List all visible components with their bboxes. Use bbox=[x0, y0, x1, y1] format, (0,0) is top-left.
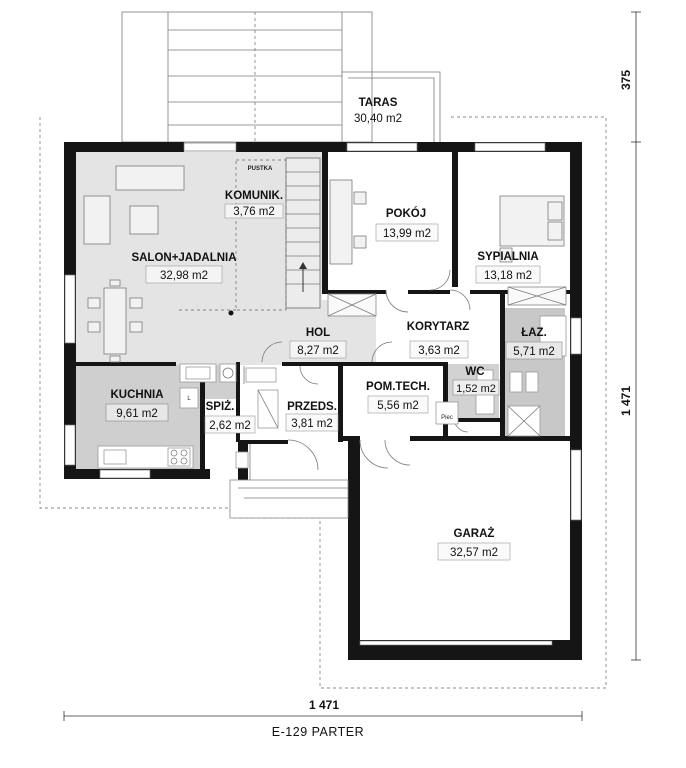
kuchnia-area-box bbox=[105, 403, 169, 422]
staircase bbox=[285, 157, 321, 309]
wardrobes bbox=[327, 286, 567, 317]
door-swings bbox=[261, 269, 471, 471]
salon-label: SALON+JADALNIA bbox=[131, 252, 236, 264]
garaz-label: GARAŻ bbox=[454, 527, 495, 540]
laz-area: 5,71 m2 bbox=[513, 346, 555, 358]
pomtech-area: 5,56 m2 bbox=[377, 400, 419, 412]
laz-label: ŁAZ. bbox=[521, 327, 547, 339]
dimension-width-value: 1 471 bbox=[309, 698, 339, 712]
korytarz-area-box bbox=[409, 340, 469, 359]
kuchnia-area: 9,61 m2 bbox=[116, 408, 158, 420]
sofa-set bbox=[83, 165, 185, 245]
korytarz-area: 3,63 m2 bbox=[418, 345, 460, 357]
spiz-area-box bbox=[204, 415, 256, 434]
double-bed bbox=[499, 195, 565, 263]
wc-area-box bbox=[452, 379, 500, 396]
kitchen-fixtures bbox=[97, 363, 279, 469]
garaz-area: 32,57 m2 bbox=[450, 547, 498, 559]
dimension-terrace-value: 375 bbox=[619, 70, 633, 90]
garaz-area-box bbox=[437, 542, 511, 561]
salon-area-box bbox=[145, 265, 223, 284]
dimension-right-house bbox=[631, 142, 641, 661]
spiz-area: 2,62 m2 bbox=[209, 420, 251, 432]
laz-area-box bbox=[505, 341, 563, 360]
column-point bbox=[228, 310, 234, 316]
dimension-bottom bbox=[63, 711, 583, 721]
room-labels: TARAS 30,40 m2 PUSTKA KOMUNIK. 3,76 m2 S… bbox=[105, 97, 563, 561]
hol-area: 8,27 m2 bbox=[297, 345, 339, 357]
sypialnia-label: SYPIALNIA bbox=[477, 251, 538, 263]
przeds-area: 3,81 m2 bbox=[291, 418, 333, 430]
dining-table bbox=[87, 279, 143, 363]
pomtech-label: POM.TECH. bbox=[366, 381, 430, 393]
hol-area-box bbox=[289, 340, 347, 359]
komunik-area-box bbox=[224, 203, 284, 219]
przeds-label: PRZEDS. bbox=[287, 401, 337, 413]
pomtech-area-box bbox=[367, 395, 429, 414]
hol-label: HOL bbox=[306, 327, 330, 339]
pokoj-label: POKÓJ bbox=[386, 207, 426, 220]
spiz-label: SPIŻ. bbox=[206, 400, 235, 413]
sypialnia-area: 13,18 m2 bbox=[484, 270, 532, 282]
sypialnia-area-box bbox=[475, 265, 541, 284]
korytarz-label: KORYTARZ bbox=[407, 321, 470, 333]
taras-label: TARAS bbox=[359, 97, 398, 109]
entrance-steps bbox=[229, 444, 349, 519]
pokoj-area-box bbox=[375, 223, 439, 242]
desk-chairs bbox=[329, 179, 367, 265]
windows bbox=[64, 142, 582, 646]
pokoj-area: 13,99 m2 bbox=[383, 228, 431, 240]
boiler bbox=[435, 401, 459, 425]
fridge-mark: L bbox=[187, 396, 191, 402]
taras-area: 30,40 m2 bbox=[354, 113, 402, 125]
salon-area: 32,98 m2 bbox=[160, 270, 208, 282]
plan-title: E-129 PARTER bbox=[272, 725, 364, 739]
terrace-pergola bbox=[121, 11, 441, 143]
komunik-area: 3,76 m2 bbox=[233, 206, 275, 218]
void-outline bbox=[235, 159, 287, 311]
przeds-area-box bbox=[285, 413, 339, 432]
kuchnia-label: KUCHNIA bbox=[110, 389, 163, 401]
wc-area: 1,52 m2 bbox=[456, 383, 496, 395]
wc-label: WC bbox=[465, 366, 484, 378]
boiler-label: Piec bbox=[441, 415, 453, 421]
dimension-height-value: 1 471 bbox=[619, 386, 633, 416]
komunik-label: KOMUNIK. bbox=[225, 190, 283, 202]
pustka-label: PUSTKA bbox=[248, 166, 273, 172]
